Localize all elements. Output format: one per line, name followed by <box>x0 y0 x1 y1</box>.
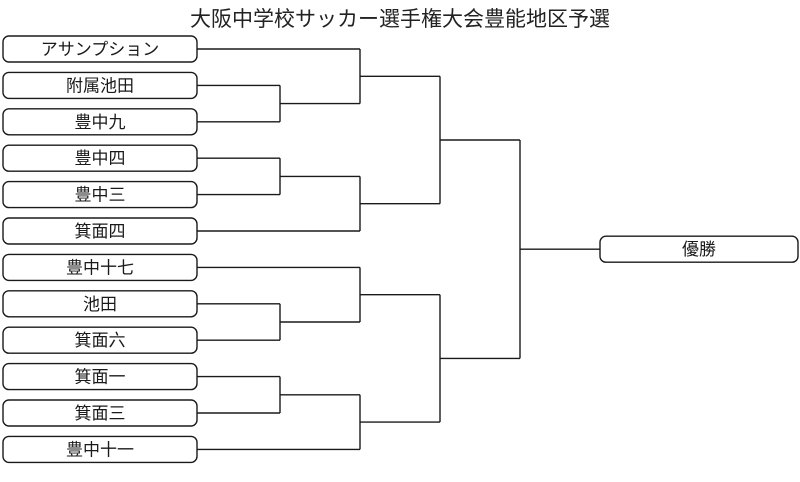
team-slot: 豊中四 <box>2 144 198 172</box>
team-box <box>2 326 198 354</box>
team-slot: 豊中十七 <box>2 253 198 282</box>
team-list: アサンプション附属池田豊中九豊中四豊中三箕面四豊中十七池田箕面六箕面一箕面三豊中… <box>2 35 198 464</box>
team-box <box>2 144 198 172</box>
team-name: アサンプション <box>41 40 160 60</box>
team-name: 豊中四 <box>75 149 126 169</box>
team-name: 箕面三 <box>75 404 126 424</box>
team-slot: 豊中三 <box>2 180 198 209</box>
team-box <box>2 399 198 427</box>
team-name: 豊中十一 <box>66 440 134 460</box>
team-box <box>2 71 198 100</box>
team-slot: 箕面三 <box>2 399 198 427</box>
team-slot: 池田 <box>2 290 198 318</box>
team-slot: 箕面六 <box>2 326 198 354</box>
team-slot: 附属池田 <box>2 71 198 100</box>
team-box <box>2 180 198 209</box>
team-name: 附属池田 <box>66 76 134 96</box>
team-name: 池田 <box>83 295 117 315</box>
bracket-lines <box>197 48 600 451</box>
team-name: 箕面六 <box>75 331 126 351</box>
team-slot: アサンプション <box>2 35 198 63</box>
team-slot: 豊中十一 <box>2 435 198 464</box>
team-box <box>2 108 198 136</box>
team-name: 箕面四 <box>75 222 126 242</box>
team-slot: 豊中九 <box>2 108 198 136</box>
winner-box <box>599 235 799 263</box>
winner-slot: 優勝 <box>599 235 799 263</box>
team-box <box>2 217 198 245</box>
team-name: 豊中十七 <box>66 258 134 278</box>
team-box <box>2 35 198 63</box>
team-box <box>2 362 198 391</box>
bracket-title: 大阪中学校サッカー選手権大会豊能地区予選 <box>190 7 610 31</box>
team-box <box>2 290 198 318</box>
team-name: 豊中三 <box>75 186 126 206</box>
winner-label: 優勝 <box>682 240 716 260</box>
team-slot: 箕面一 <box>2 362 198 391</box>
team-slot: 箕面四 <box>2 217 198 245</box>
team-name: 豊中九 <box>75 113 126 133</box>
team-box <box>2 253 198 282</box>
team-name: 箕面一 <box>75 368 126 388</box>
team-box <box>2 435 198 464</box>
